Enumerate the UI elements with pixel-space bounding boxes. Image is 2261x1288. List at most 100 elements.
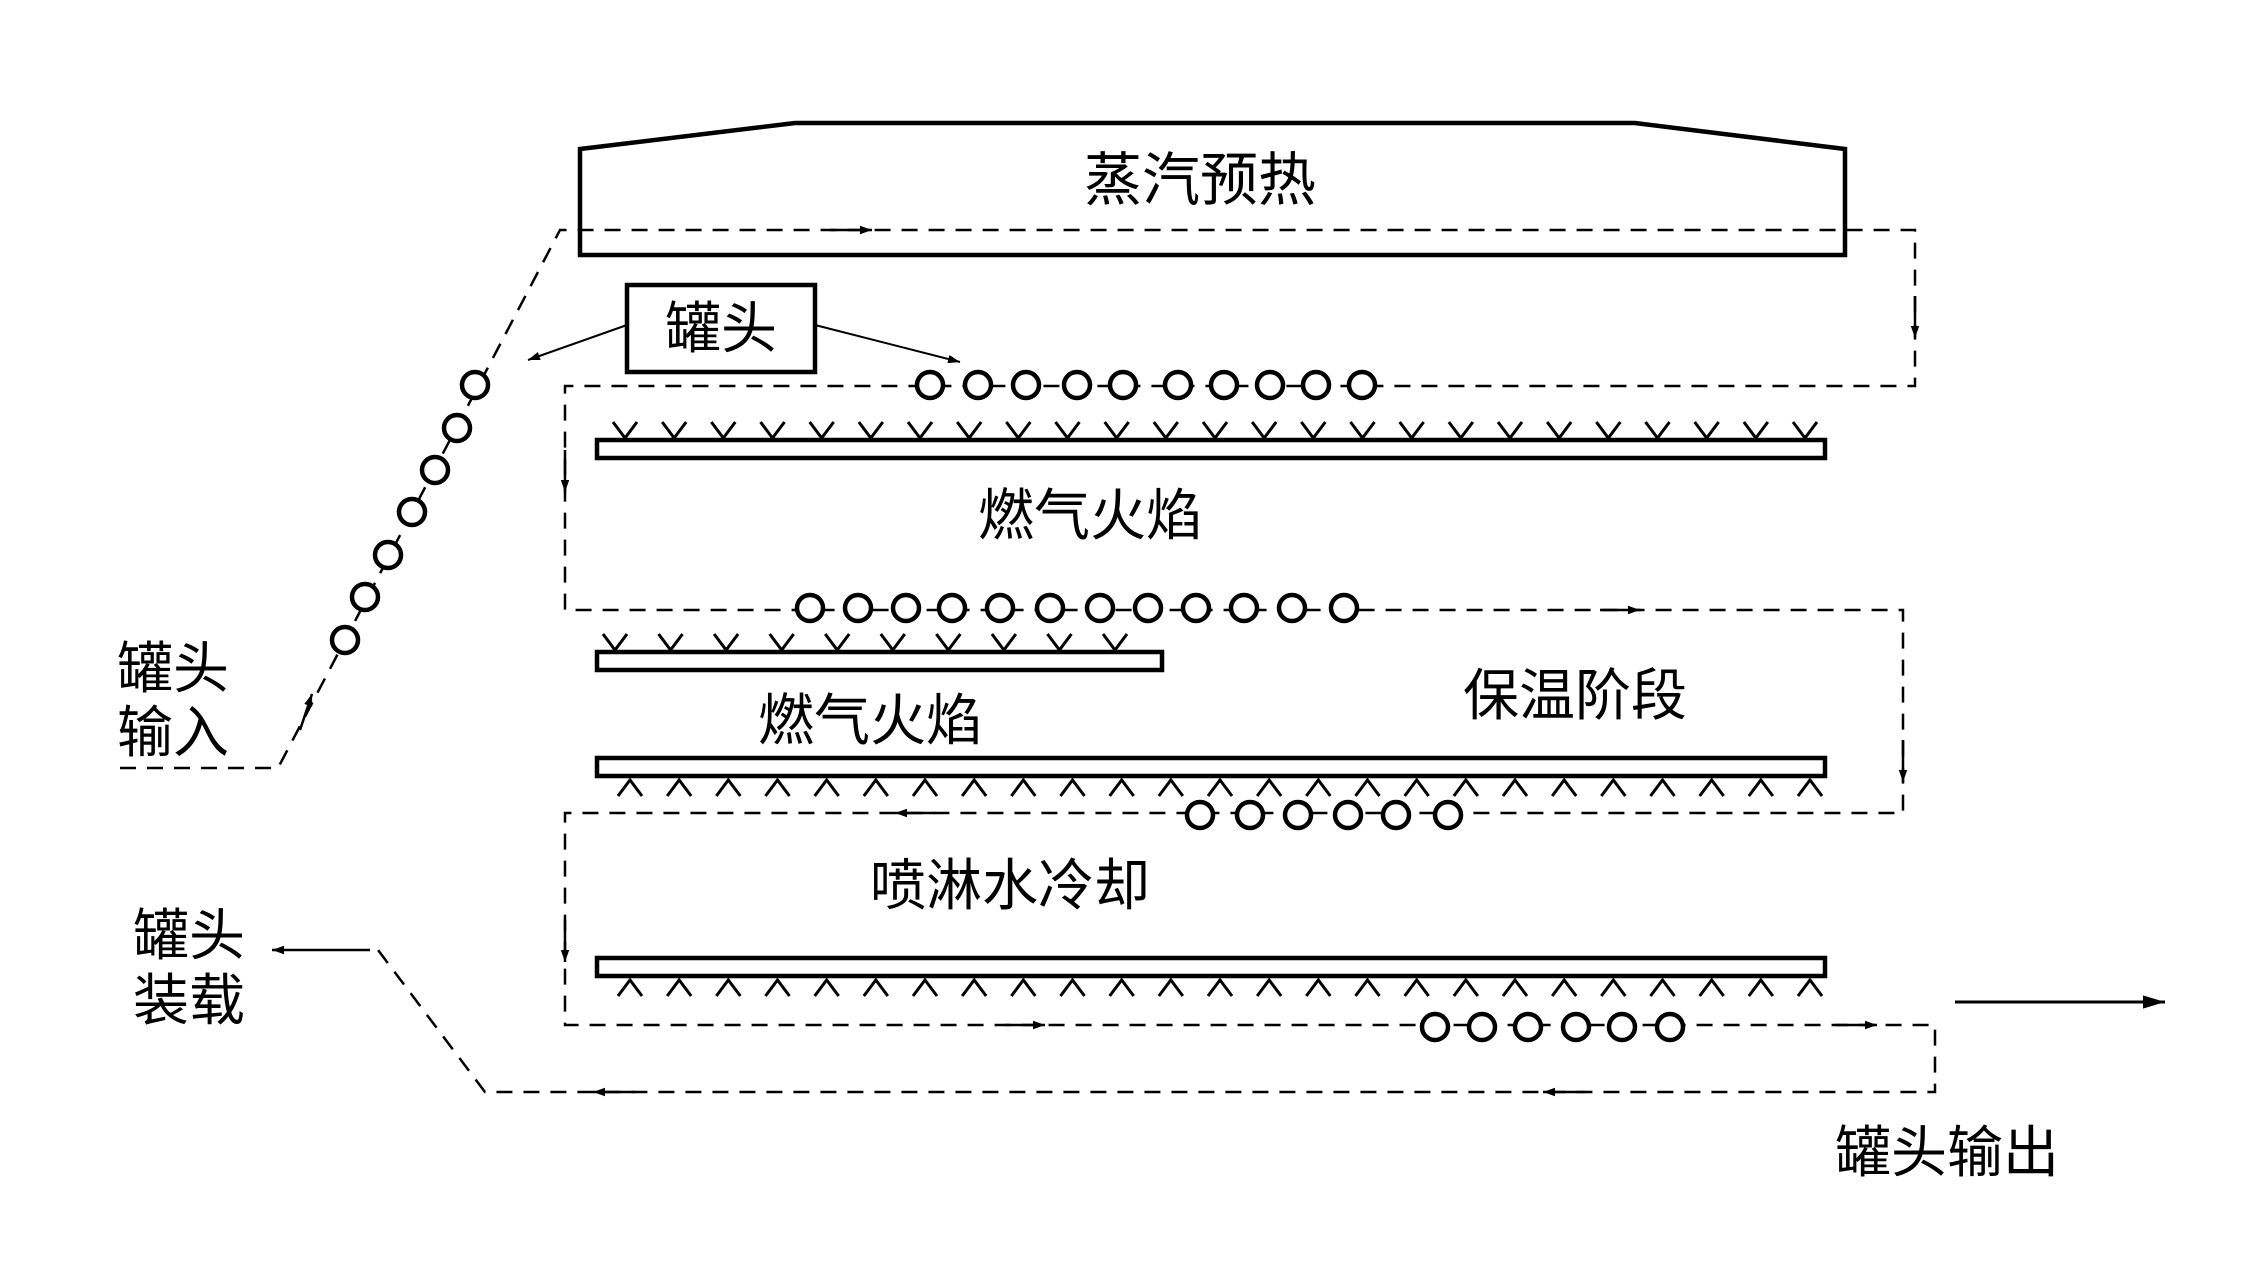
spray-mark: [764, 977, 791, 997]
flame-marks-middle: [601, 633, 1129, 653]
can-circle: [372, 539, 404, 571]
spray-mark: [1796, 977, 1824, 997]
spray-mark: [1600, 977, 1627, 997]
can-circle: [1512, 1011, 1544, 1043]
flame-mark: [808, 421, 835, 441]
can-circle: [1162, 369, 1194, 401]
spray-mark: [1108, 977, 1135, 997]
can-circle: [1466, 1011, 1498, 1043]
can-circle: [936, 592, 968, 624]
spray-mark: [1010, 977, 1037, 997]
flame-mark: [1206, 777, 1234, 797]
flame-mark: [1698, 777, 1725, 797]
can-circle: [890, 592, 922, 624]
flame-mark: [960, 777, 988, 797]
flame-mark: [1796, 777, 1824, 797]
spray-marks: [616, 977, 1824, 997]
flame-mark: [712, 633, 740, 653]
flame-mark: [1101, 633, 1129, 653]
flame-mark: [1403, 777, 1430, 797]
flame-mark: [1447, 421, 1475, 441]
can-circle: [1560, 1011, 1592, 1043]
can-circle: [962, 369, 994, 401]
can-circle: [396, 496, 428, 528]
flame-mark: [710, 421, 737, 441]
flame-mark: [1791, 421, 1819, 441]
flame-mark: [1010, 777, 1037, 797]
flame-mark: [1649, 777, 1676, 797]
flame-mark: [911, 777, 939, 797]
can-circle: [914, 369, 946, 401]
spray-mark: [960, 977, 988, 997]
can-circle: [1276, 592, 1308, 624]
flame-mark: [935, 633, 962, 653]
spray-mark: [1550, 977, 1578, 997]
spray-mark: [1305, 977, 1332, 997]
spray-mark: [1354, 977, 1381, 997]
can-circle: [842, 592, 874, 624]
spray-mark: [1698, 977, 1725, 997]
spray-mark: [1059, 977, 1086, 997]
flame-mark: [1157, 777, 1185, 797]
can-pointer-right-arrow: [814, 324, 961, 364]
can-circle: [794, 592, 826, 624]
spray-mark: [1403, 977, 1430, 997]
flame-mark: [1054, 421, 1081, 441]
can-circle: [1254, 369, 1286, 401]
can-circles: [329, 369, 1686, 1043]
flame-mark: [1693, 421, 1720, 441]
steam-preheat-chamber: [577, 120, 1848, 258]
spray-mark: [1206, 977, 1234, 997]
spray-mark: [1255, 977, 1283, 997]
flame-mark: [1354, 777, 1381, 797]
steam-preheat-label: 蒸汽预热: [1084, 146, 1316, 214]
can-circle: [1234, 799, 1266, 831]
flame-mark: [611, 421, 639, 441]
flame-mark: [759, 421, 786, 441]
flame-mark: [990, 633, 1018, 653]
flow-arrow: [298, 693, 314, 731]
can-circle: [1654, 1011, 1686, 1043]
can-circle: [1107, 369, 1139, 401]
spray-mark: [911, 977, 939, 997]
flame-mark: [1305, 777, 1332, 797]
can-circle: [1300, 369, 1332, 401]
holding-stage-label: 保温阶段: [1463, 664, 1687, 729]
flame-mark: [906, 421, 934, 441]
flame-mark: [657, 633, 684, 653]
spray-cooling-label: 喷淋水冷却: [870, 854, 1150, 919]
can-circle: [1184, 799, 1216, 831]
spray-mark: [616, 977, 644, 997]
burner-plate-middle-long: [594, 755, 1828, 779]
can-circle: [419, 454, 451, 486]
flame-mark: [1300, 421, 1327, 441]
flame-mark: [1059, 777, 1086, 797]
spray-mark: [1157, 977, 1185, 997]
flame-mark: [1005, 421, 1032, 441]
can-circle: [349, 581, 381, 613]
spray-mark: [1501, 977, 1529, 997]
can-circle: [1228, 592, 1260, 624]
flame-mark: [616, 777, 644, 797]
can-label-text: 罐头: [665, 297, 777, 362]
can-circle: [1132, 592, 1164, 624]
conveyor-path: [120, 228, 1937, 1094]
flame-mark: [1600, 777, 1627, 797]
flame-mark: [824, 633, 851, 653]
spray-mark: [1747, 977, 1775, 997]
flame-mark: [1496, 421, 1524, 441]
flame-mark: [1747, 777, 1775, 797]
flame-mark: [1103, 421, 1130, 441]
flame-mark: [1255, 777, 1283, 797]
flame-mark: [1152, 421, 1180, 441]
flame-mark: [1550, 777, 1578, 797]
can-loading-label-line1: 罐头: [133, 904, 245, 969]
flame-mark: [955, 421, 983, 441]
spray-mark: [1452, 977, 1480, 997]
can-circle: [441, 412, 473, 444]
can-label-box: [624, 282, 818, 375]
flame-mark: [1742, 421, 1770, 441]
can-circle: [459, 369, 491, 401]
flame-marks-holding: [616, 777, 1824, 797]
can-circle: [1328, 592, 1360, 624]
